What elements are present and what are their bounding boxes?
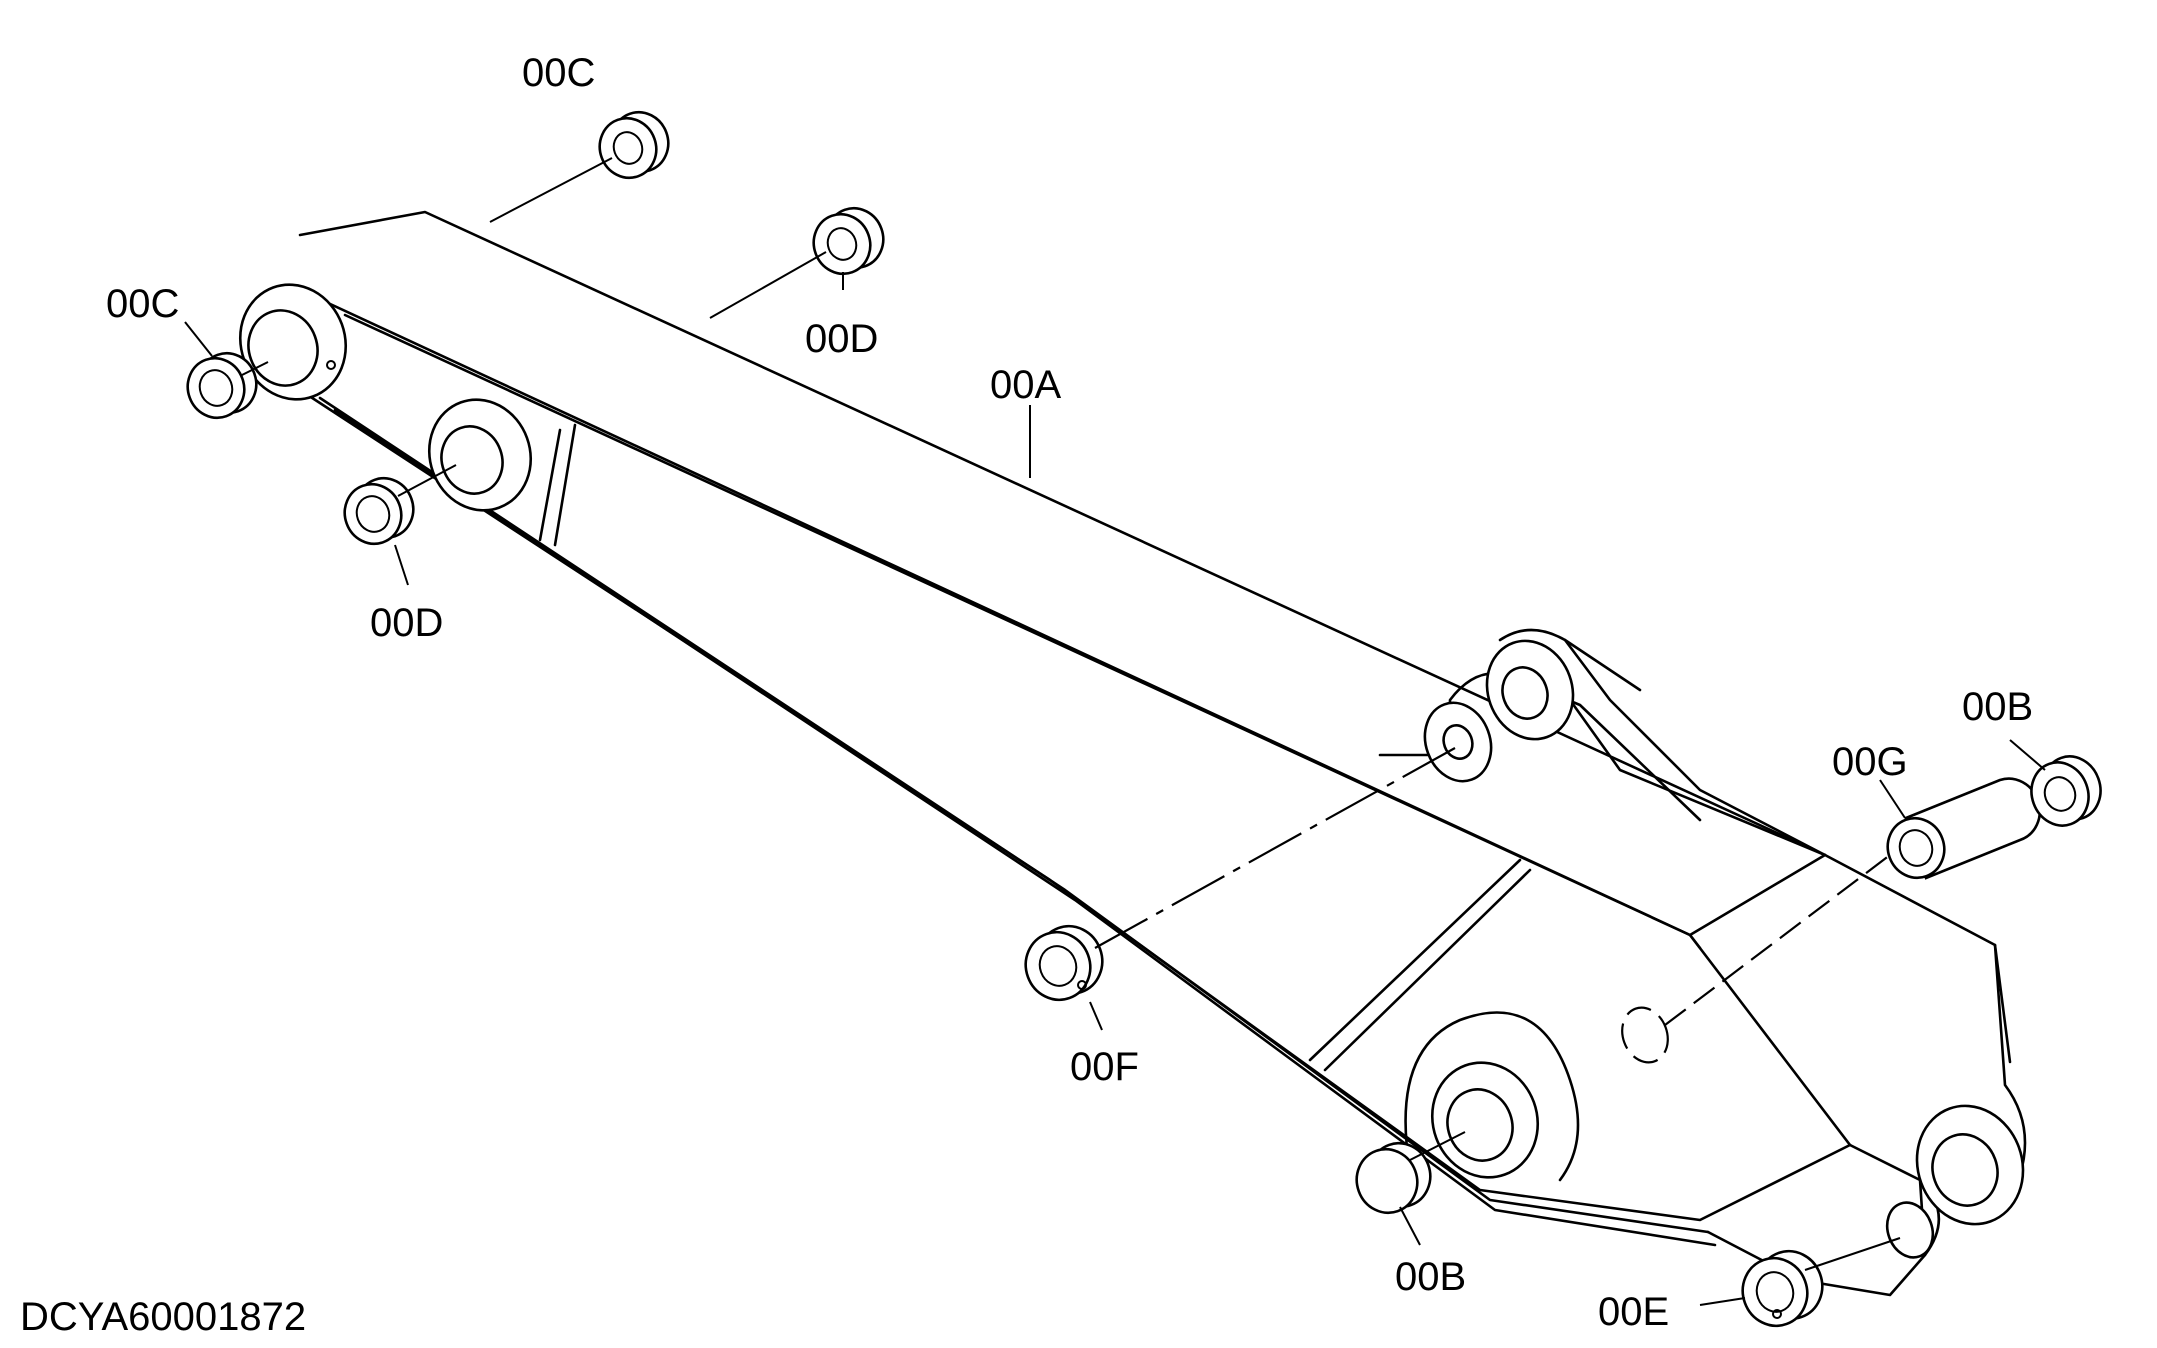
bushing-00D-left — [343, 476, 415, 546]
callout-00D-left: 00D — [370, 601, 443, 645]
boss-cylinder-upper — [1485, 639, 1575, 741]
boss-side-disc — [1430, 1061, 1540, 1179]
hidden-hole — [1621, 1006, 1669, 1064]
callout-00A: 00A — [990, 363, 1061, 407]
pin-00G — [1886, 777, 2042, 880]
callout-00B-right: 00B — [1962, 685, 2033, 729]
bushing-00C-top — [598, 110, 670, 180]
bushing-00B-lower — [1355, 1141, 1432, 1215]
boss-left-end — [238, 283, 348, 401]
bushing-00E — [1741, 1249, 1824, 1328]
callout-00B-lower: 00B — [1395, 1255, 1466, 1299]
boss-left-middle — [427, 398, 533, 512]
callout-00G: 00G — [1832, 740, 1908, 784]
bushing-00D-top — [812, 206, 885, 276]
bushing-00B-right — [2030, 755, 2102, 827]
callout-00C-top: 00C — [522, 51, 595, 95]
callout-00C-left: 00C — [106, 282, 179, 326]
bushing-00F — [1024, 924, 1104, 1002]
assembly-lines — [241, 157, 1901, 1271]
boss-bottom-plate — [1885, 1201, 1935, 1259]
boss-cylinder-lower — [1423, 701, 1493, 783]
leader-lines — [184, 272, 2046, 1306]
document-id: DCYA60001872 — [20, 1295, 306, 1339]
bushing-00C-left — [186, 351, 258, 420]
boss-right-end — [1915, 1104, 2025, 1226]
arm-body — [298, 210, 2027, 1297]
callout-00E: 00E — [1598, 1290, 1669, 1334]
callouts: 00C 00C 00D 00D 00A 00B 00G 00F 00B 00E — [106, 51, 2033, 1334]
callout-00F: 00F — [1070, 1045, 1139, 1089]
callout-00D-top: 00D — [805, 317, 878, 361]
